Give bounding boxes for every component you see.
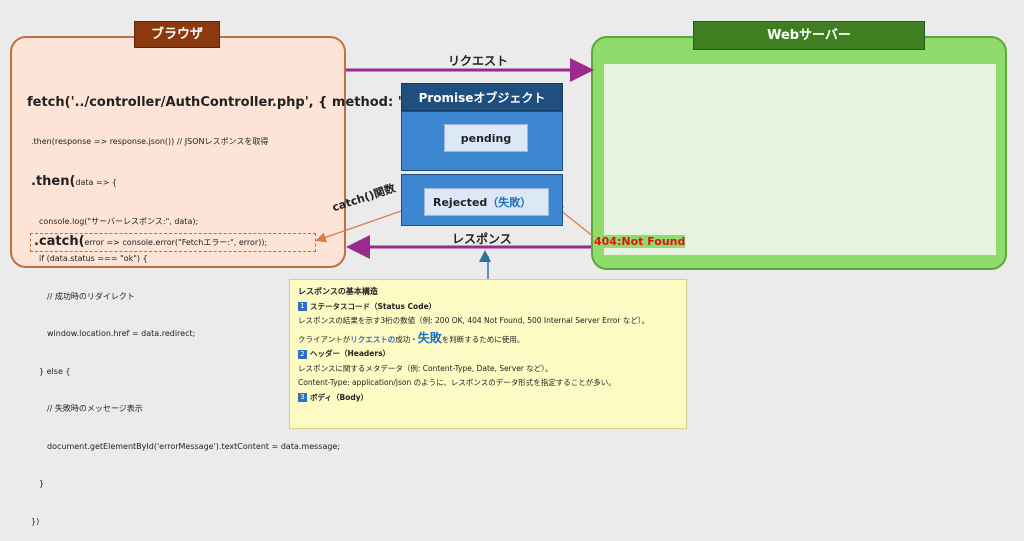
fetch-call: fetch('../controller/AuthController.php'… [27, 95, 465, 110]
then-arg: data => { [75, 177, 118, 187]
section-number: 3 [298, 393, 307, 402]
section-title: ボディ（Body） [310, 392, 369, 402]
rejected-jp-label: （失敗） [487, 196, 532, 209]
code-line: if (data.status === "ok") { [39, 254, 148, 263]
code-line: } [39, 479, 45, 488]
response-label: レスポンス [452, 232, 512, 246]
section-title: ステータスコード（Status Code） [310, 301, 437, 311]
code-line: // 失敗時のメッセージ表示 [47, 404, 143, 413]
note-line: レスポンスに関するメタデータ（例: Content-Type, Date, Se… [298, 363, 553, 373]
note-highlight: リクエストの [350, 334, 396, 344]
code-then-2: .then(data => { [27, 174, 464, 191]
catch-rest: error => console.error("Fetchエラー:", erro… [84, 238, 268, 247]
note-title: レスポンスの基本構造 [298, 287, 378, 296]
error-status: 404:Not Found [594, 235, 686, 248]
section-title: ヘッダー（Headers） [310, 349, 391, 358]
note-text: を判断するために使用。 [441, 334, 525, 344]
code-line: // 成功時のリダイレクト [47, 291, 135, 301]
rejected-label: Rejected [433, 196, 488, 209]
note-line: レスポンスの結果を示す3桁の数値（例: 200 OK, 404 Not Foun… [298, 316, 650, 325]
code-line: document.getElementById('errorMessage').… [47, 441, 341, 451]
note-text: 成功・ [395, 334, 418, 344]
section-number: 1 [298, 302, 307, 311]
server-content-area [604, 64, 996, 255]
code-then-1: .then(response => response.json()) // JS… [31, 137, 269, 146]
catch-highlight [30, 233, 316, 252]
code-line: } else { [39, 366, 71, 376]
pending-state: pending [444, 124, 528, 152]
browser-title: ブラウザ [134, 21, 220, 48]
browser-panel [10, 36, 346, 268]
promise-title: Promiseオブジェクト [401, 83, 563, 111]
server-title: Webサーバー [693, 21, 925, 50]
note-line: クライアントがリクエストの成功・失敗を判断するために使用。 [298, 331, 678, 348]
rejected-state: Rejected（失敗） [424, 188, 549, 216]
catch-keyword: .catch( [34, 234, 85, 249]
section-number: 2 [298, 349, 307, 359]
note-text: クライアントが [298, 334, 351, 344]
code-line: window.location.href = data.redirect; [47, 329, 196, 338]
then-keyword: .then( [31, 173, 76, 189]
code-catch: .catch(error => console.error("Fetchエラー:… [34, 234, 268, 250]
code-line: console.log("サーバーレスポンス:", data); [39, 216, 199, 226]
request-label: リクエスト [448, 54, 509, 68]
code-line: }) [31, 516, 40, 526]
note-highlight-big: 失敗 [417, 330, 442, 345]
note-line: Content-Type: application/json のように、レスポン… [298, 378, 616, 387]
